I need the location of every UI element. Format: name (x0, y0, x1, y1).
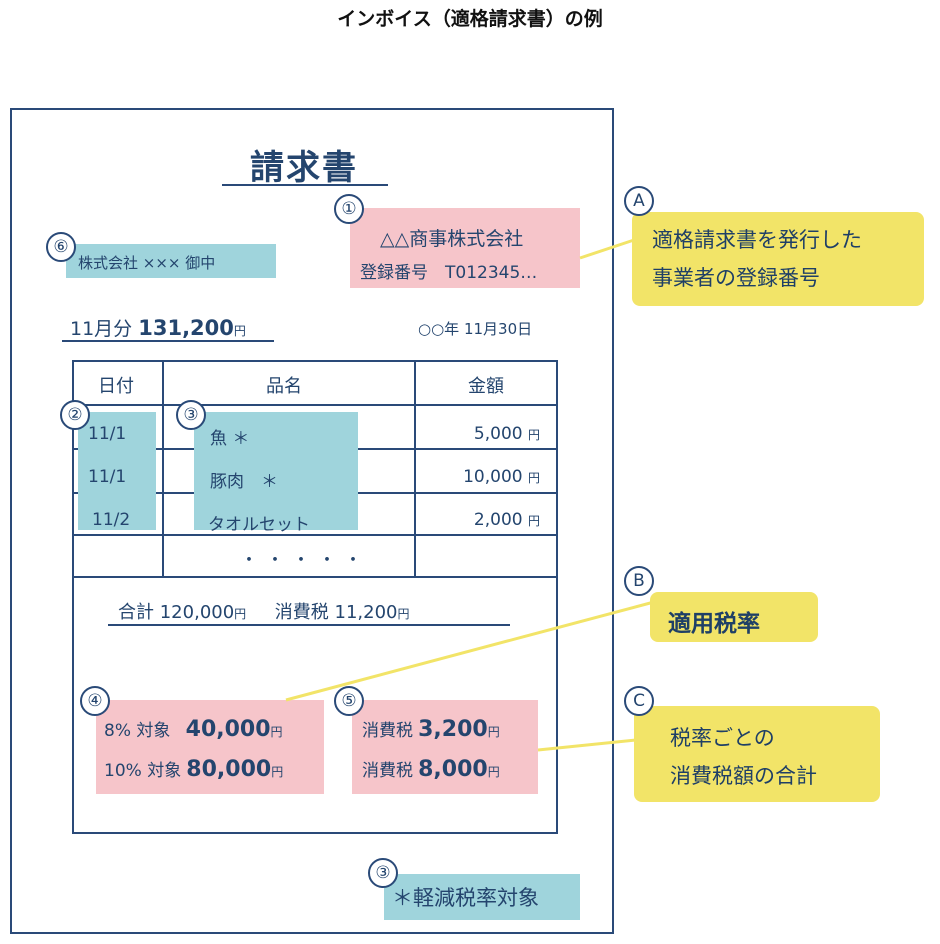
tax-by-rate-highlight (352, 700, 538, 794)
seller-name: △△商事株式会社 (380, 228, 524, 250)
marker-6: ⑥ (46, 232, 76, 262)
month-label: 11月分 (70, 318, 133, 340)
total-amount: 120,000 (159, 602, 235, 623)
rate10-line: 10% 対象 80,000円 (104, 757, 284, 782)
invoice-date: ○○年 11月30日 (418, 320, 533, 338)
row-ellipsis: ・・・・・ (240, 550, 370, 571)
callout-b (650, 592, 818, 642)
table-column-rule (414, 360, 416, 578)
marker-3: ③ (176, 400, 206, 430)
row-3-item: タオルセット (208, 515, 310, 535)
connector-a (579, 238, 635, 260)
marker-1: ① (334, 194, 364, 224)
callout-a (632, 212, 924, 306)
row-1-date: 11/1 (88, 424, 127, 444)
title-underline (222, 184, 388, 186)
seller-highlight (350, 208, 580, 288)
tax8-line: 消費税 3,200円 (362, 717, 500, 742)
item-column-highlight (194, 412, 358, 530)
buyer-name: 株式会社 ××× 御中 (78, 254, 216, 272)
marker-5: ⑤ (334, 686, 364, 716)
buyer-highlight (66, 244, 276, 278)
page-title: インボイス（適格請求書）の例 (337, 8, 603, 30)
invoice-document (10, 108, 614, 934)
seller-registration-number: 登録番号 T012345… (360, 263, 538, 283)
row-2-date: 11/1 (88, 467, 127, 487)
invoice-table (72, 360, 558, 834)
table-row-rule (72, 534, 558, 536)
totals-underline (108, 624, 510, 626)
totals-line: 合計 120,000円 消費税 11,200円 (118, 602, 410, 623)
row-1-amount: 5,000 円 (473, 424, 540, 444)
marker-a: A (624, 186, 654, 216)
row-1-item: 魚 ＊ (210, 429, 250, 449)
callout-c (634, 706, 880, 802)
callout-a-line-1: 適格請求書を発行した (652, 228, 862, 252)
connector-b (285, 600, 655, 702)
tax10-line: 消費税 8,000円 (362, 757, 500, 782)
table-header-rule (72, 404, 558, 406)
row-2-amount: 10,000 円 (463, 467, 540, 487)
callout-b-text: 適用税率 (668, 611, 760, 637)
date-column-highlight (78, 412, 156, 530)
header-date: 日付 (98, 376, 134, 397)
connector-c (537, 738, 637, 752)
tax-amount: 11,200 (334, 602, 398, 623)
table-column-rule (162, 360, 164, 578)
tax-label: 消費税 (274, 602, 329, 623)
callout-a-line-2: 事業者の登録番号 (652, 266, 820, 290)
reduced-rate-note: ＊軽減税率対象 (392, 886, 539, 910)
header-amount: 金額 (468, 376, 504, 397)
month-amount-value: 131,200 (138, 316, 234, 340)
callout-c-line-2: 消費税額の合計 (670, 764, 817, 788)
month-underline (62, 340, 274, 342)
marker-2: ② (60, 400, 90, 430)
rate8-line: 8% 対象 40,000円 (104, 717, 283, 742)
row-3-amount: 2,000 円 (473, 510, 540, 530)
marker-c: C (624, 686, 654, 716)
row-2-item: 豚肉 ＊ (210, 472, 278, 492)
marker-4: ④ (80, 686, 110, 716)
marker-b: B (624, 566, 654, 596)
row-3-date: 11/2 (92, 510, 131, 530)
invoice-title: 請求書 (250, 148, 358, 188)
callout-c-line-1: 税率ごとの (670, 726, 775, 750)
month-amount: 11月分 131,200円 (70, 314, 246, 341)
rate-target-highlight (96, 700, 324, 794)
total-label: 合計 (118, 602, 154, 623)
yen-unit: 円 (233, 324, 246, 338)
table-body-bottom-rule (72, 576, 558, 578)
marker-3b: ③ (368, 858, 398, 888)
reduced-rate-note-highlight (384, 874, 580, 920)
header-item: 品名 (266, 376, 302, 397)
